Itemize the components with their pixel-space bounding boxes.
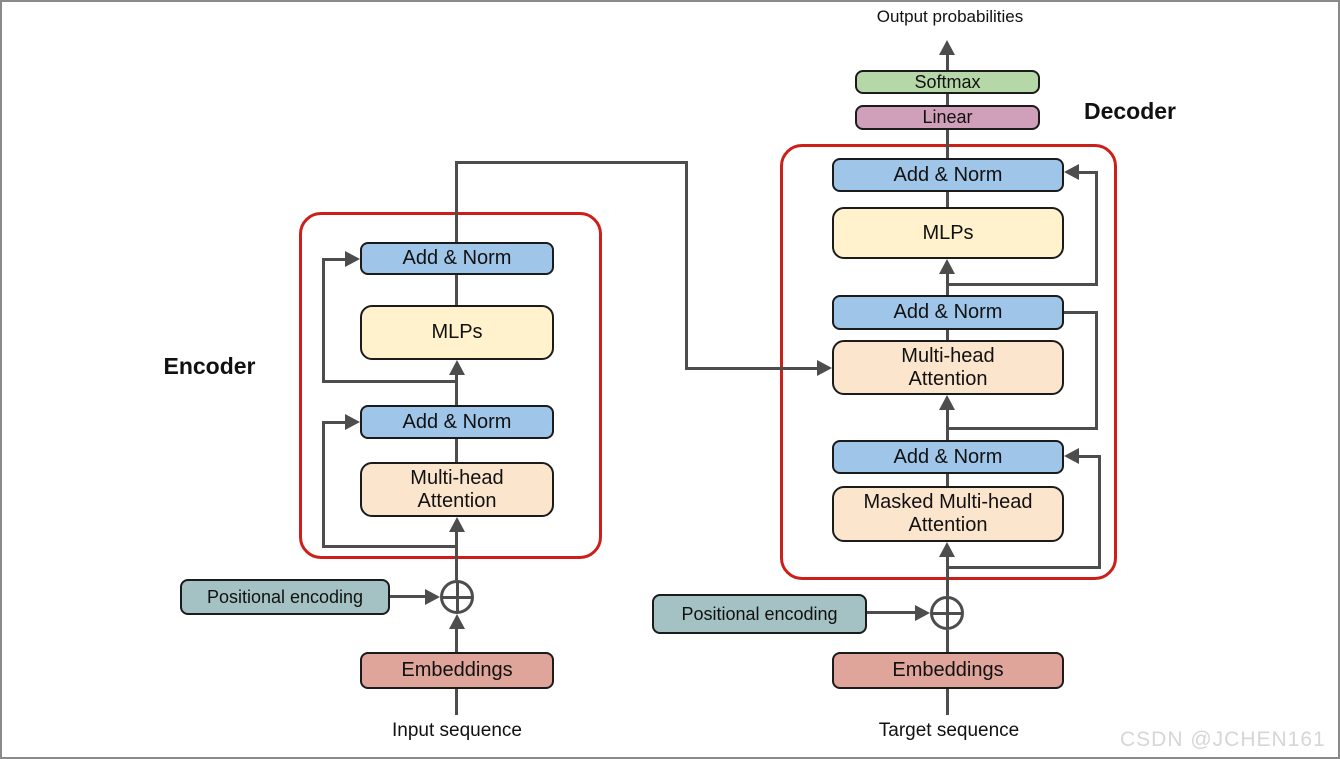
arrowhead-right-icon [817,360,832,376]
connector [455,626,458,652]
plus-icon [443,595,471,599]
target-sequence-label: Target sequence [878,720,1020,741]
connector [946,554,949,596]
connector [946,330,949,340]
box-label: MLPs [922,221,974,244]
encoder-add-norm-2-box: Add & Norm [360,242,554,275]
encoder-multi-head-attention-box: Multi-head Attention [360,462,554,517]
connector [455,372,458,405]
encoder-embeddings-box: Embeddings [360,652,554,689]
encoder-mlps-box: MLPs [360,305,554,360]
decoder-positional-encoding-box: Positional encoding [652,594,867,634]
connector [455,529,458,580]
box-label: Positional encoding [681,603,838,624]
connector [685,161,688,370]
arrowhead-up-icon [449,614,465,629]
connector [455,161,688,164]
connector [322,421,325,548]
connector [1079,455,1101,458]
box-label: Linear [922,107,973,128]
connector [946,566,1101,569]
connector [455,439,458,462]
connector [946,474,949,486]
connector [322,421,346,424]
box-label: Add & Norm [402,247,512,269]
connector [455,161,458,242]
box-label: Embeddings [401,659,513,681]
connector [946,130,949,158]
arrowhead-up-icon [939,395,955,410]
decoder-masked-multi-head-attention-box: Masked Multi-head Attention [832,486,1064,542]
arrowhead-up-icon [449,360,465,375]
connector [322,380,458,383]
box-label: Add & Norm [893,163,1003,186]
connector [322,545,458,548]
plus-icon [933,611,961,615]
box-label: Add & Norm [893,301,1003,323]
decoder-mlps-box: MLPs [832,207,1064,259]
encoder-add-circle-icon [440,580,474,614]
arrowhead-left-icon [1064,448,1079,464]
decoder-embeddings-box: Embeddings [832,652,1064,689]
arrowhead-right-icon [345,414,360,430]
connector [1095,171,1098,286]
arrowhead-up-icon [939,259,955,274]
connector [390,595,426,598]
decoder-add-norm-3-box: Add & Norm [832,158,1064,192]
connector [946,283,1098,286]
arrowhead-up-icon [939,40,955,55]
decoder-multi-head-attention-box: Multi-head Attention [832,340,1064,395]
box-label: Embeddings [892,659,1004,681]
encoder-section-label: Encoder [163,353,256,379]
box-label: Multi-head Attention [410,466,504,512]
connector [1064,311,1098,314]
connector [946,192,949,207]
connector [946,689,949,715]
connector [455,689,458,715]
box-label: Positional encoding [206,586,364,607]
connector [685,367,817,370]
box-label: Add & Norm [893,445,1003,468]
encoder-frame [299,212,602,559]
connector [1098,455,1101,569]
linear-box: Linear [855,105,1040,130]
connector [946,407,949,440]
arrowhead-right-icon [425,589,440,605]
input-sequence-label: Input sequence [392,720,522,741]
box-label: MLPs [431,321,483,343]
connector [322,258,325,383]
softmax-box: Softmax [855,70,1040,94]
connector [946,630,949,652]
arrowhead-left-icon [1064,164,1079,180]
box-label: Add & Norm [402,410,512,433]
decoder-add-norm-1-box: Add & Norm [832,440,1064,474]
box-label: Masked Multi-head Attention [863,491,1033,536]
encoder-positional-encoding-box: Positional encoding [180,579,390,615]
output-probabilities-label: Output probabilities [876,7,1024,26]
encoder-add-norm-1-box: Add & Norm [360,405,554,439]
box-label: Softmax [914,71,981,92]
connector [867,611,916,614]
connector [946,54,949,70]
arrowhead-up-icon [449,517,465,532]
connector [946,427,1098,430]
connector [1095,311,1098,430]
arrowhead-up-icon [939,542,955,557]
connector [1079,171,1098,174]
decoder-section-label: Decoder [1083,98,1177,124]
box-label: Multi-head Attention [901,344,995,390]
connector [322,258,346,261]
connector [946,94,949,105]
arrowhead-right-icon [345,251,360,267]
watermark: CSDN @JCHEN161 [1120,728,1326,751]
decoder-add-circle-icon [930,596,964,630]
decoder-add-norm-2-box: Add & Norm [832,295,1064,330]
connector [455,275,458,305]
arrowhead-right-icon [915,605,930,621]
